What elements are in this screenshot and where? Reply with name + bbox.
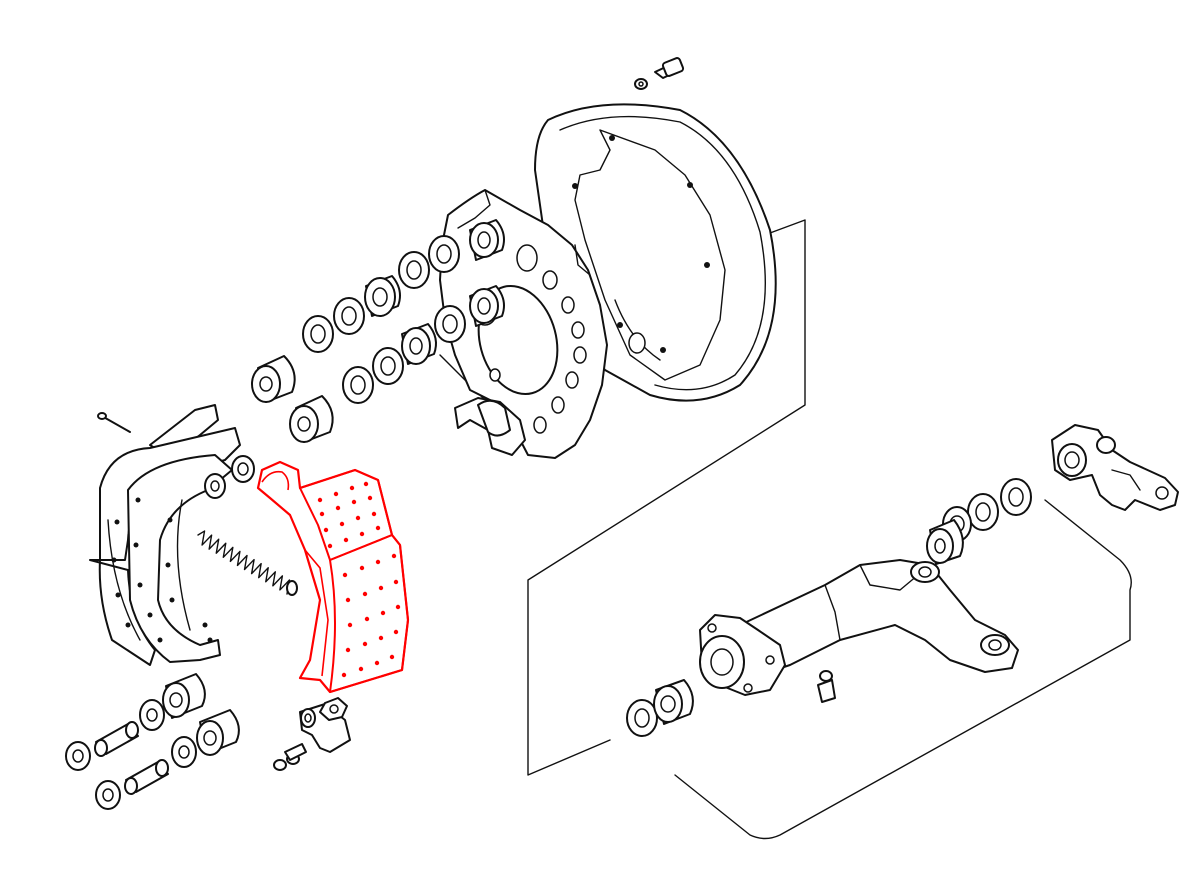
lining-rivet [323, 527, 329, 533]
lining-rivet [359, 565, 365, 571]
lining-rivet [371, 511, 377, 517]
pins-and-bushings [65, 673, 240, 810]
lining-rivets [317, 481, 401, 678]
return-spring [197, 530, 298, 596]
lining-rivet [317, 497, 323, 503]
lining-rivet [335, 505, 341, 511]
lining-rivet [349, 485, 355, 491]
lining-rivet [380, 610, 386, 616]
lining-rivet [345, 597, 351, 603]
lining-rivet [375, 559, 381, 565]
bushing-stack-upper [302, 219, 505, 353]
lining-rivet [359, 531, 365, 537]
lining-rivet [341, 672, 347, 678]
lining-rivet [378, 585, 384, 591]
roller-bushings [251, 355, 334, 443]
lining-rivet [339, 521, 345, 527]
lining-rivet [362, 591, 368, 597]
top-bolt [634, 57, 685, 90]
lining-rivet [347, 622, 353, 628]
lining-rivet [363, 481, 369, 487]
lining-rivet [343, 537, 349, 543]
lining-rivet [391, 553, 397, 559]
lining-rivet [367, 495, 373, 501]
lining-rivet [395, 604, 401, 610]
lining-rivet [319, 511, 325, 517]
lining-rivet [375, 525, 381, 531]
brake-shoe-assembly [89, 404, 255, 666]
lining-rivet [351, 499, 357, 505]
camshaft-washers [926, 478, 1032, 565]
anchor-block [273, 697, 351, 771]
lining-rivet [333, 491, 339, 497]
lining-rivet [355, 515, 361, 521]
slack-adjuster [1051, 424, 1179, 511]
lining-rivet [364, 616, 370, 622]
lining-rivet [389, 654, 395, 660]
grease-fitting [817, 670, 836, 703]
lining-rivet [342, 572, 348, 578]
lining-rivet [362, 641, 368, 647]
lining-rivet [327, 543, 333, 549]
lining-rivet [358, 666, 364, 672]
lining-rivet [374, 660, 380, 666]
bracket-bushing [626, 679, 694, 737]
camshaft-bracket [699, 559, 1019, 696]
lining-rivet [393, 629, 399, 635]
brake-lining [256, 460, 410, 694]
lining-rivet [393, 579, 399, 585]
bushing-stack-lower [342, 285, 505, 404]
lining-rivet [378, 635, 384, 641]
lining-rivet [345, 647, 351, 653]
